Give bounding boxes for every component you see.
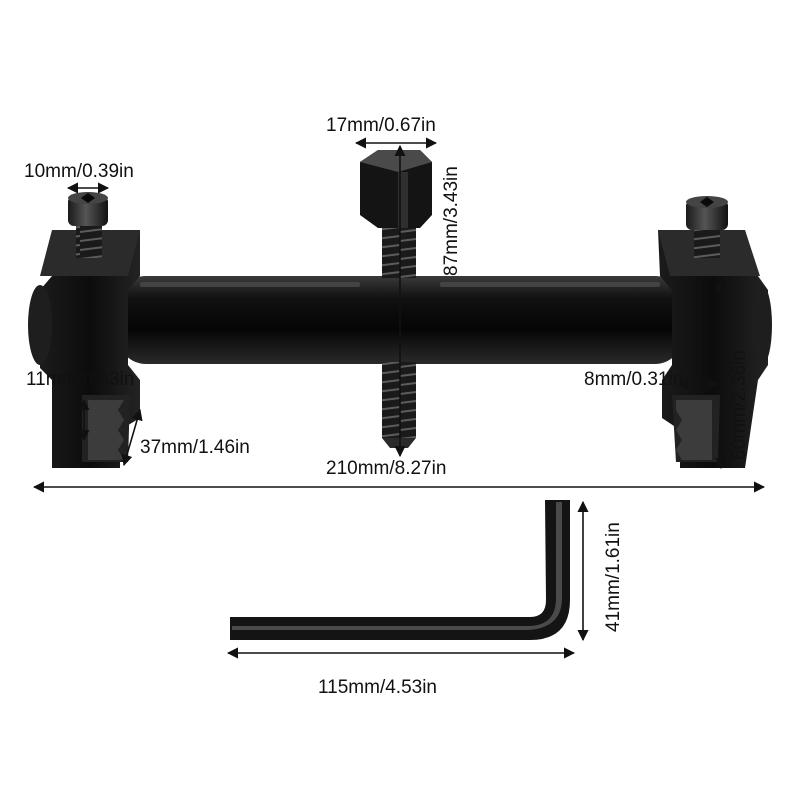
hex-key-icon [230, 500, 570, 640]
right-jaw-tip-label: 8mm/0.31in [584, 369, 684, 390]
dimension-lines [32, 137, 766, 659]
wrench-height-label: 41mm/1.61in [603, 522, 624, 632]
right-jaw [658, 230, 772, 468]
block-height-label: 60mm/2.36in [729, 350, 750, 460]
jaw-height-label: 37mm/1.46in [140, 437, 250, 458]
center-screw-width-label: 17mm/0.67in [326, 115, 436, 136]
overall-length-label: 210mm/8.27in [326, 458, 447, 479]
left-jaw-tip-label: 11mm/0.43in [26, 369, 135, 390]
center-screw-length-label: 87mm/3.43in [441, 166, 462, 276]
wrench-length-label: 115mm/4.53in [318, 677, 437, 698]
left-jaw [28, 230, 140, 468]
small-screw-width-label: 10mm/0.39in [24, 161, 134, 182]
left-set-screw [68, 192, 108, 258]
right-set-screw [686, 196, 728, 258]
